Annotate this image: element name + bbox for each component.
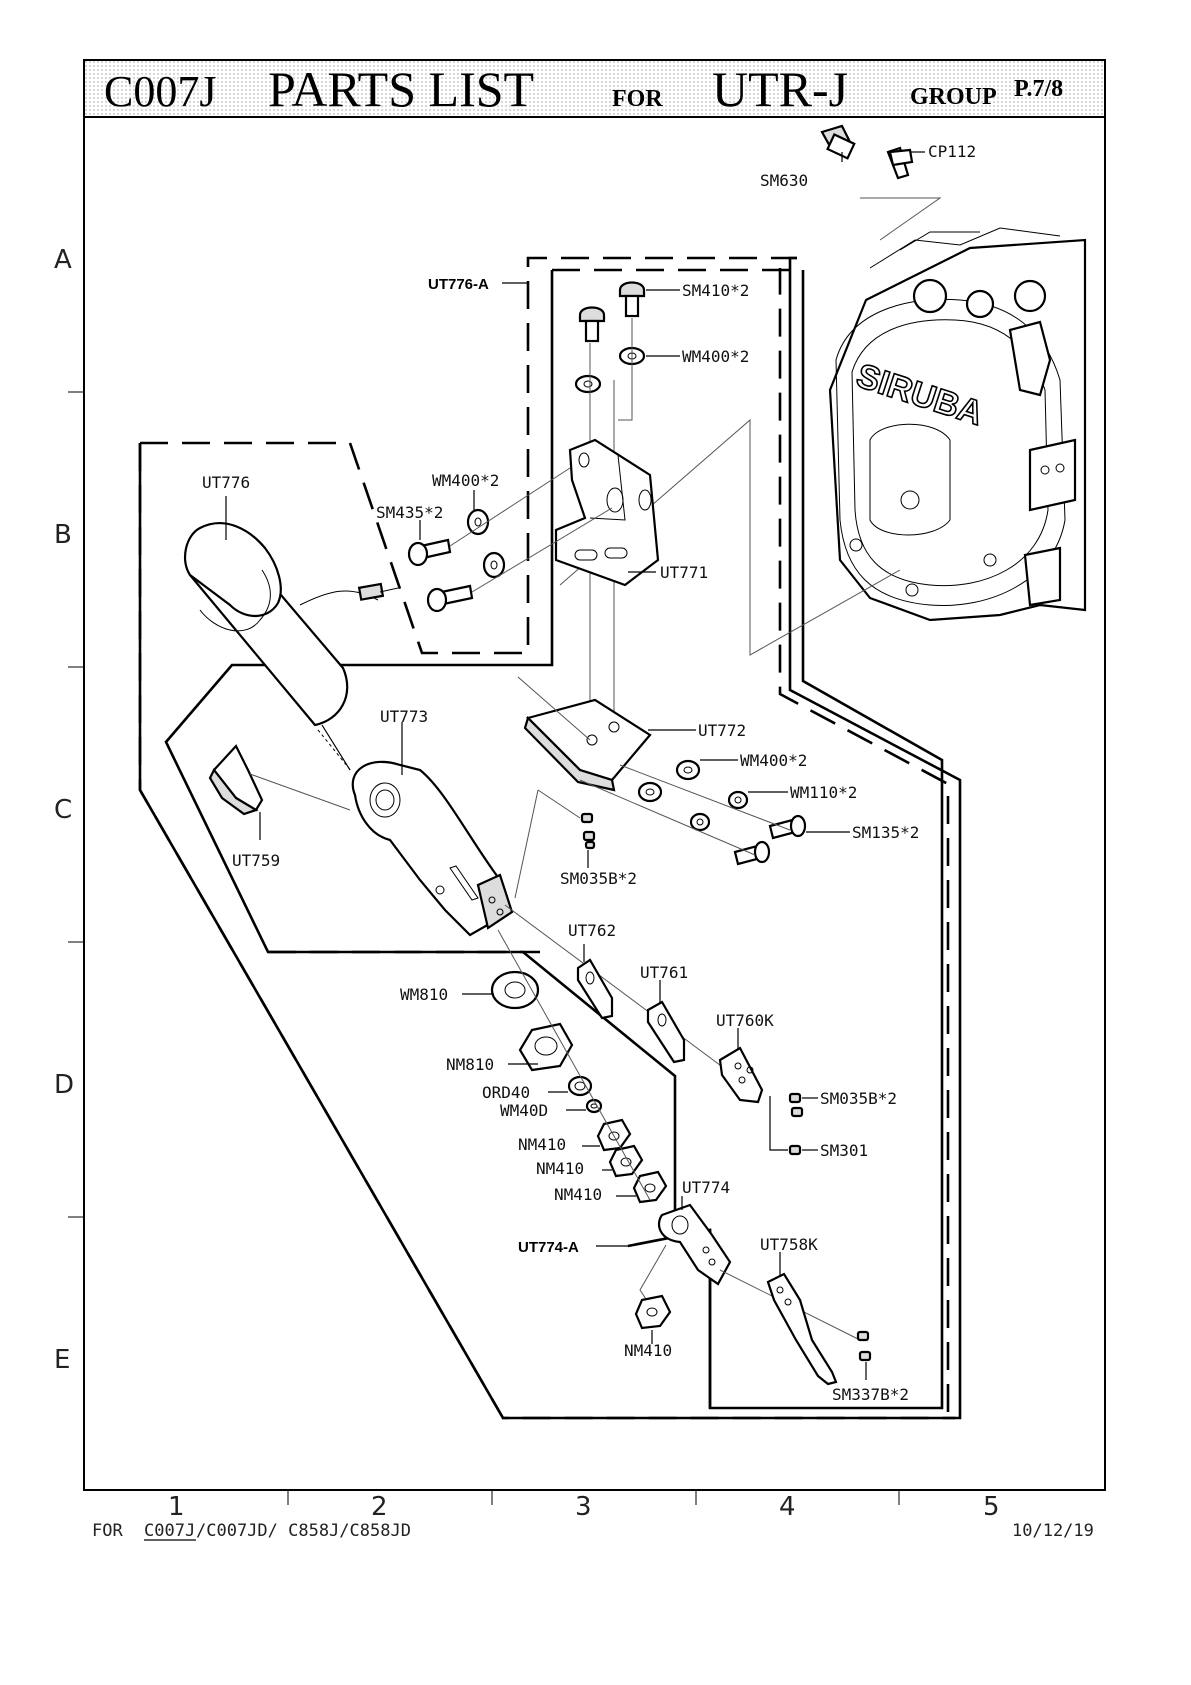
header-title: C007J PARTS LIST FOR UTR-J GROUP P.7/8 <box>104 61 1063 117</box>
sm337b-screws <box>856 1330 872 1362</box>
ut762-part <box>576 958 614 1020</box>
wm810-washer <box>490 970 540 1010</box>
label-ut773: UT773 <box>380 707 428 726</box>
sm435-screws <box>407 538 474 613</box>
ut761-part <box>646 1000 686 1064</box>
ut776a-dash-lower <box>138 443 955 1420</box>
ut759-part <box>208 744 264 816</box>
footer-date: 10/12/19 <box>1012 1521 1094 1541</box>
label-sm337bx2: SM337B*2 <box>832 1385 909 1404</box>
label-ut761: UT761 <box>640 963 688 982</box>
label-nm410-2: NM410 <box>536 1159 584 1178</box>
nm410-nut-bottom <box>634 1294 672 1330</box>
label-wm400x2-top: WM400*2 <box>682 347 749 366</box>
label-wm400x2-left: WM400*2 <box>432 471 499 490</box>
wm110-washers <box>689 790 749 832</box>
ut774a-outline <box>627 1228 712 1408</box>
row-label-c: C <box>54 795 72 825</box>
header-group-name: UTR-J <box>712 61 848 117</box>
row-grid: A B C D E <box>54 245 84 1375</box>
label-ut771: UT771 <box>660 563 708 582</box>
label-wm40d: WM40D <box>500 1101 548 1120</box>
ut772-plate <box>523 698 652 792</box>
label-ut760k: UT760K <box>716 1011 774 1030</box>
ut776-solenoid <box>183 522 399 773</box>
col-grid: 1 2 3 4 5 <box>168 1490 1000 1522</box>
header-model: C007J <box>104 67 216 116</box>
ut774-part <box>657 1203 732 1286</box>
label-nm410-1: NM410 <box>518 1135 566 1154</box>
label-wm810: WM810 <box>400 985 448 1004</box>
wm400-washers-top <box>574 346 646 394</box>
label-wm110x2: WM110*2 <box>790 783 857 802</box>
col-label-2: 2 <box>371 1492 388 1522</box>
label-sm301: SM301 <box>820 1141 868 1160</box>
row-label-a: A <box>54 245 72 275</box>
header-for: FOR <box>612 86 663 112</box>
sm035b-screws-mid <box>580 812 596 850</box>
nm410-nuts <box>596 1118 668 1204</box>
label-ut774: UT774 <box>682 1178 730 1197</box>
label-nm810: NM810 <box>446 1055 494 1074</box>
footer: FOR C007J /C007JD/ C858J/C858JD 10/12/19 <box>92 1521 1094 1541</box>
label-ord40: ORD40 <box>482 1083 530 1102</box>
mount-leader <box>559 418 901 656</box>
row-label-b: B <box>54 520 72 550</box>
label-sm630: SM630 <box>760 171 808 190</box>
label-ut776: UT776 <box>202 473 250 492</box>
col-label-5: 5 <box>983 1492 1000 1522</box>
label-sm035bx2-mid: SM035B*2 <box>560 869 637 888</box>
col-label-1: 1 <box>168 1492 185 1522</box>
machine-head: SIRUBA <box>828 227 1087 622</box>
footer-models: /C007JD/ C858J/C858JD <box>196 1521 411 1541</box>
label-sm035bx2-right: SM035B*2 <box>820 1089 897 1108</box>
label-ut776a: UT776-A <box>428 276 489 293</box>
col-label-3: 3 <box>575 1492 592 1522</box>
sm630-screw <box>820 124 856 160</box>
footer-prefix: FOR <box>92 1521 123 1541</box>
label-ut758k: UT758K <box>760 1235 818 1254</box>
label-cp112: CP112 <box>928 142 976 161</box>
ut773-arm <box>351 760 514 937</box>
header-page: P.7/8 <box>1014 76 1063 102</box>
nm810-nut <box>518 1022 574 1072</box>
header-parts-list: PARTS LIST <box>268 61 534 117</box>
footer-model-underlined: C007J <box>144 1521 195 1541</box>
label-ut774a: UT774-A <box>518 1239 579 1256</box>
row-label-e: E <box>54 1345 70 1375</box>
header-group-word: GROUP <box>910 84 997 110</box>
label-sm135x2: SM135*2 <box>852 823 919 842</box>
label-nm410-3: NM410 <box>554 1185 602 1204</box>
ut776a-outline-upper <box>140 256 797 655</box>
sm135-screws <box>733 814 807 866</box>
label-ut762: UT762 <box>568 921 616 940</box>
header-band <box>83 59 1106 118</box>
col-label-4: 4 <box>779 1492 796 1522</box>
ut776a-dash-right <box>778 268 950 1412</box>
ord40-ring <box>567 1075 593 1097</box>
cp112-clamp <box>886 146 914 180</box>
label-sm435x2: SM435*2 <box>376 503 443 522</box>
ut760k-part <box>718 1046 764 1104</box>
sm301-screw <box>788 1144 802 1156</box>
wm400-washers-left <box>466 508 506 579</box>
sm410-screws <box>578 281 646 343</box>
label-wm400x2-mid: WM400*2 <box>740 751 807 770</box>
label-ut759: UT759 <box>232 851 280 870</box>
inner-outline-left <box>164 270 677 1218</box>
row-label-d: D <box>54 1070 74 1100</box>
ut758k-part <box>766 1272 838 1386</box>
label-sm410x2: SM410*2 <box>682 281 749 300</box>
label-nm410-4: NM410 <box>624 1341 672 1360</box>
wm400-washers-mid <box>637 759 701 803</box>
sm035b-screws-right <box>788 1092 804 1118</box>
cp112-leader <box>860 197 942 241</box>
label-ut772: UT772 <box>698 721 746 740</box>
ut771-bracket <box>554 438 660 587</box>
